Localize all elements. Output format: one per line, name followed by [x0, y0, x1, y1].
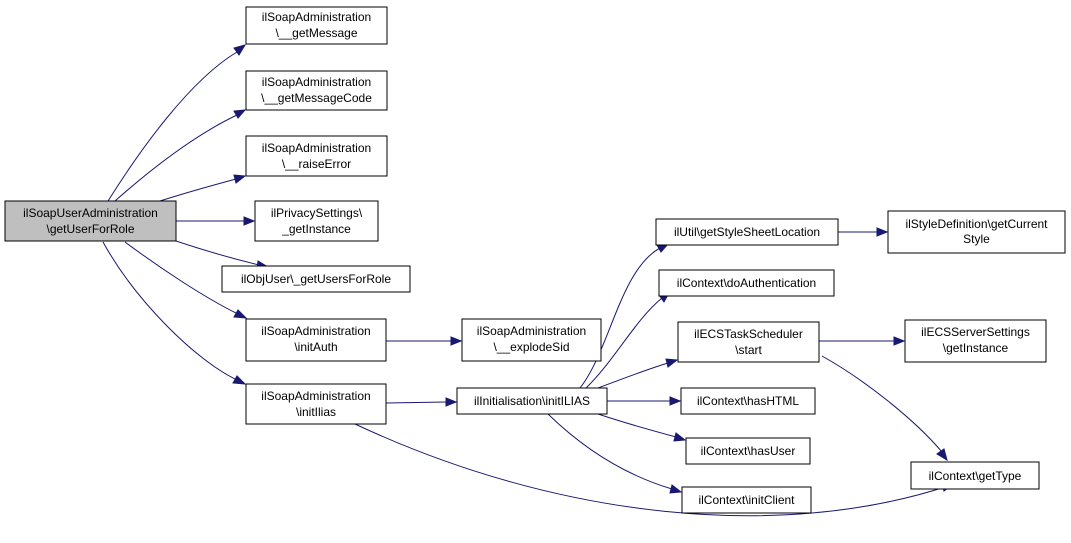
- node-currentStyle[interactable]: ilStyleDefinition\getCurrent Style: [887, 210, 1066, 254]
- edges: [102, 44, 955, 517]
- node-label: ilInitialisation\initILIAS: [474, 394, 590, 408]
- edge-arrow: [669, 396, 682, 406]
- edge-arrow: [233, 44, 247, 56]
- node-label: ilStyleDefinition\getCurrent: [905, 217, 1048, 231]
- node-label: ilContext\getType: [929, 469, 1022, 483]
- node-getUsersForRole[interactable]: ilObjUser\_getUsersForRole: [221, 265, 411, 293]
- node-label: ilSoapAdministration: [477, 324, 586, 338]
- node-label: \getInstance: [943, 341, 1009, 355]
- edge-root-getMessage: [107, 51, 238, 202]
- node-privacy[interactable]: ilPrivacySettings\ _getInstance: [254, 200, 379, 242]
- node-doAuth[interactable]: ilContext\doAuthentication: [658, 269, 835, 297]
- node-label: \initAuth: [294, 340, 337, 354]
- node-label: ilSoapAdministration: [261, 389, 370, 403]
- edge-root-initAuth: [124, 241, 239, 315]
- edge-arrow: [673, 432, 687, 442]
- edge-initILIAS-hasUser: [597, 413, 677, 438]
- node-explodeSid[interactable]: ilSoapAdministration \__explodeSid: [461, 318, 602, 362]
- node-label: ilSoapUserAdministration: [23, 206, 158, 220]
- node-getType[interactable]: ilContext\getType: [910, 461, 1040, 490]
- edge-root-getUsersForRole: [175, 240, 260, 266]
- node-initClient[interactable]: ilContext\initClient: [681, 486, 812, 514]
- node-label: ilObjUser\_getUsersForRole: [241, 272, 391, 286]
- node-styleSheet[interactable]: ilUtil\getStyleSheetLocation: [655, 218, 839, 246]
- node-hasUser[interactable]: ilContext\hasUser: [685, 437, 811, 465]
- edge-initILIAS-ecsStart: [597, 362, 669, 389]
- edge-arrow: [233, 309, 248, 319]
- node-label: \__getMessage: [275, 26, 357, 40]
- node-label: \start: [735, 343, 762, 357]
- node-label: \getUserForRole: [46, 222, 134, 236]
- edge-ecsStart-getType: [821, 355, 943, 453]
- node-label: \__raiseError: [282, 157, 351, 171]
- node-raiseError[interactable]: ilSoapAdministration \__raiseError: [245, 135, 388, 177]
- node-getMessageCode[interactable]: ilSoapAdministration \__getMessageCode: [245, 70, 388, 111]
- node-label: \__getMessageCode: [261, 91, 372, 105]
- node-label: ilSoapAdministration: [262, 75, 371, 89]
- node-initILIAS[interactable]: ilInitialisation\initILIAS: [456, 387, 608, 415]
- node-label: Style: [963, 232, 990, 246]
- node-ecsInstance[interactable]: ilECSServerSettings \getInstance: [904, 319, 1047, 363]
- node-label: ilUtil\getStyleSheetLocation: [674, 225, 820, 239]
- edge-arrow: [893, 336, 906, 346]
- edge-initIlias-getType: [354, 423, 946, 517]
- edge-arrow: [445, 397, 458, 407]
- edge-initILIAS-doAuth: [585, 297, 663, 389]
- edge-arrow: [232, 375, 247, 385]
- edge-root-getMessageCode: [114, 114, 238, 202]
- nodes: ilSoapUserAdministration \getUserForRole…: [4, 6, 1066, 514]
- node-label: ilContext\initClient: [698, 493, 795, 507]
- node-label: ilECSTaskScheduler: [694, 327, 803, 341]
- node-label: ilContext\doAuthentication: [677, 276, 816, 290]
- edge-arrow: [665, 358, 679, 368]
- edge-initIlias-initILIAS: [385, 401, 447, 404]
- node-label: \initIlias: [296, 405, 336, 419]
- edge-arrow: [233, 109, 247, 119]
- node-label: ilPrivacySettings\: [271, 206, 363, 220]
- edge-arrow: [450, 336, 463, 346]
- node-getMessage[interactable]: ilSoapAdministration \__getMessage: [245, 6, 388, 45]
- node-label: \__explodeSid: [493, 340, 569, 354]
- edge-arrow: [243, 216, 256, 226]
- edge-root-raiseError: [159, 178, 237, 202]
- node-root[interactable]: ilSoapUserAdministration \getUserForRole: [4, 200, 177, 242]
- edge-arrow: [669, 484, 683, 494]
- edge-root-initIlias: [102, 241, 238, 381]
- node-ecsStart[interactable]: ilECSTaskScheduler \start: [677, 321, 820, 363]
- edge-initILIAS-styleSheet: [579, 247, 661, 389]
- edge-arrow: [233, 174, 247, 184]
- edge-initILIAS-initClient: [547, 413, 673, 490]
- node-initAuth[interactable]: ilSoapAdministration \initAuth: [245, 318, 387, 362]
- node-label: ilSoapAdministration: [261, 324, 370, 338]
- node-label: ilSoapAdministration: [262, 141, 371, 155]
- edge-arrow: [876, 227, 889, 237]
- node-hasHTML[interactable]: ilContext\hasHTML: [680, 387, 816, 415]
- node-initIlias[interactable]: ilSoapAdministration \initIlias: [245, 383, 387, 425]
- node-label: ilSoapAdministration: [262, 10, 371, 24]
- node-label: _getInstance: [281, 222, 351, 236]
- edge-arrow: [936, 448, 948, 462]
- node-label: ilContext\hasUser: [701, 444, 796, 458]
- node-label: ilContext\hasHTML: [697, 394, 799, 408]
- node-label: ilECSServerSettings: [921, 325, 1030, 339]
